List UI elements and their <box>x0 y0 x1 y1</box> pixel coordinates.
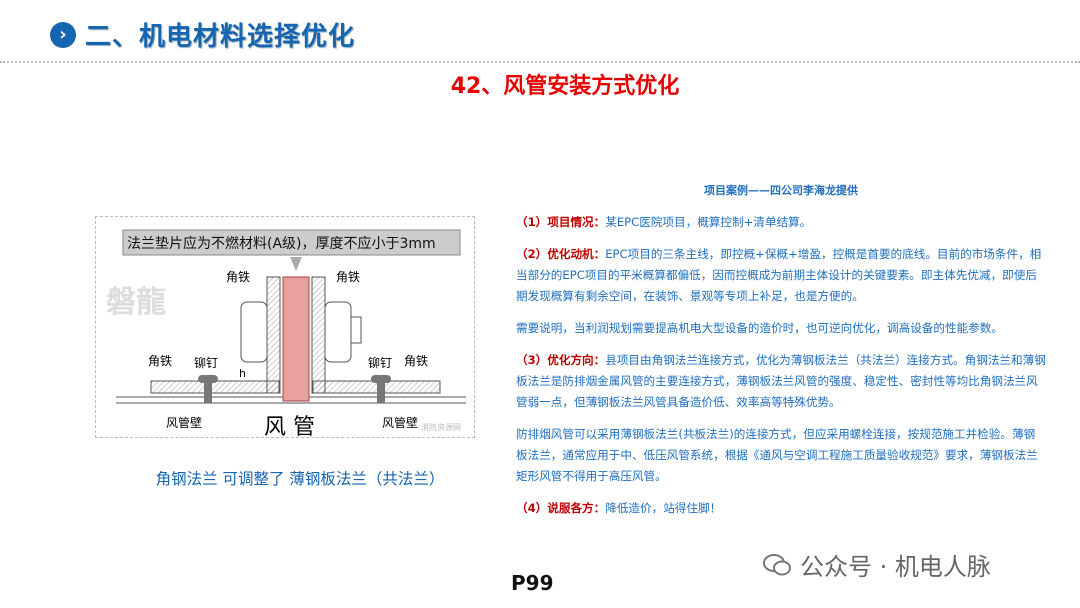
case-item: （2）优化动机：EPC项目的三条主线，即控概+保概+增盈，控概是首要的底线。目前… <box>516 244 1046 307</box>
wechat-icon <box>763 553 791 575</box>
rivet-left <box>198 375 218 383</box>
item-label: （3）优化方向： <box>516 353 606 367</box>
item-text: 降低造价，站得住脚！ <box>605 501 722 515</box>
flange-diagram: 磐龍 法兰垫片应为不燃材料(A级)，厚度不应小于3mm 角铁 角铁 角铁 角铁 … <box>95 216 475 440</box>
item-text: 某EPC医院项目，概算控制+清单结算。 <box>605 215 812 229</box>
item-label: （2）优化动机： <box>516 247 606 261</box>
nut-right <box>324 301 352 363</box>
label-duct-wall: 风管壁 <box>166 415 202 430</box>
item-text: 防排烟风管可以采用薄钢板法兰(共板法兰)的连接方式，但应采用螺栓连接，按规范施工… <box>516 427 1038 483</box>
case-heading: 项目案例——四公司李海龙提供 <box>704 184 858 197</box>
dotted-divider <box>0 61 1080 63</box>
label-duct-wall: 风管壁 <box>382 415 418 430</box>
top-label-box <box>122 229 461 256</box>
case-item: （1）项目情况：某EPC医院项目，概算控制+清单结算。 <box>516 212 1046 233</box>
source-watermark: 消防资源网 <box>421 422 461 432</box>
figure-caption: 角钢法兰 可调整了 薄钢板法兰（共法兰） <box>155 470 445 488</box>
gasket <box>282 276 310 402</box>
section-title: 二、机电材料选择优化 <box>85 22 356 52</box>
item-text: EPC项目的三条主线，即控概+保概+增盈，控概是首要的底线。目前的市场条件，相当… <box>516 247 1042 303</box>
label-angle-iron: 角铁 <box>336 270 360 284</box>
pointer-arrow <box>290 257 302 271</box>
top-label: 法兰垫片应为不燃材料(A级)，厚度不应小于3mm <box>127 235 436 252</box>
nut-left <box>240 301 268 363</box>
item-label: （4）说服各方： <box>516 501 606 515</box>
label-rivet: 铆钉 <box>368 355 392 370</box>
item-text: 县项目由角钢法兰连接方式，优化为薄钢板法兰（共法兰）连接方式。角钢法兰和薄钢板法… <box>516 353 1046 409</box>
label-angle-iron: 角铁 <box>404 354 428 368</box>
label-angle-iron: 角铁 <box>148 354 172 368</box>
label-duct: 风 管 <box>264 415 315 437</box>
case-item: 防排烟风管可以采用薄钢板法兰(共板法兰)的连接方式，但应采用螺栓连接，按规范施工… <box>516 424 1046 487</box>
logo-watermark: 磐龍 <box>106 285 166 320</box>
wechat-watermark: 公众号 · 机电人脉 <box>762 547 991 582</box>
watermark-text: 公众号 · 机电人脉 <box>800 553 991 581</box>
chevron-right-circle-icon: › <box>50 21 76 48</box>
slide-title: 42、风管安装方式优化 <box>450 74 680 99</box>
label-h: h <box>239 367 246 380</box>
page-number: P99 <box>511 571 554 595</box>
label-rivet: 铆钉 <box>194 355 218 370</box>
label-angle-iron: 角铁 <box>226 270 250 284</box>
rivet-right <box>371 375 391 383</box>
case-item: 需要说明，当利润规划需要提高机电大型设备的造价时，也可逆向优化，调高设备的性能参… <box>516 318 1046 339</box>
item-text: 需要说明，当利润规划需要提高机电大型设备的造价时，也可逆向优化，调高设备的性能参… <box>516 321 1003 335</box>
case-description: 项目案例——四公司李海龙提供 （1）项目情况：某EPC医院项目，概算控制+清单结… <box>516 180 1046 530</box>
case-item: （4）说服各方：降低造价，站得住脚！ <box>516 498 1046 519</box>
item-label: （1）项目情况： <box>516 215 606 229</box>
section-header: › 二、机电材料选择优化 <box>50 16 355 53</box>
case-item: （3）优化方向：县项目由角钢法兰连接方式，优化为薄钢板法兰（共法兰）连接方式。角… <box>516 350 1046 413</box>
